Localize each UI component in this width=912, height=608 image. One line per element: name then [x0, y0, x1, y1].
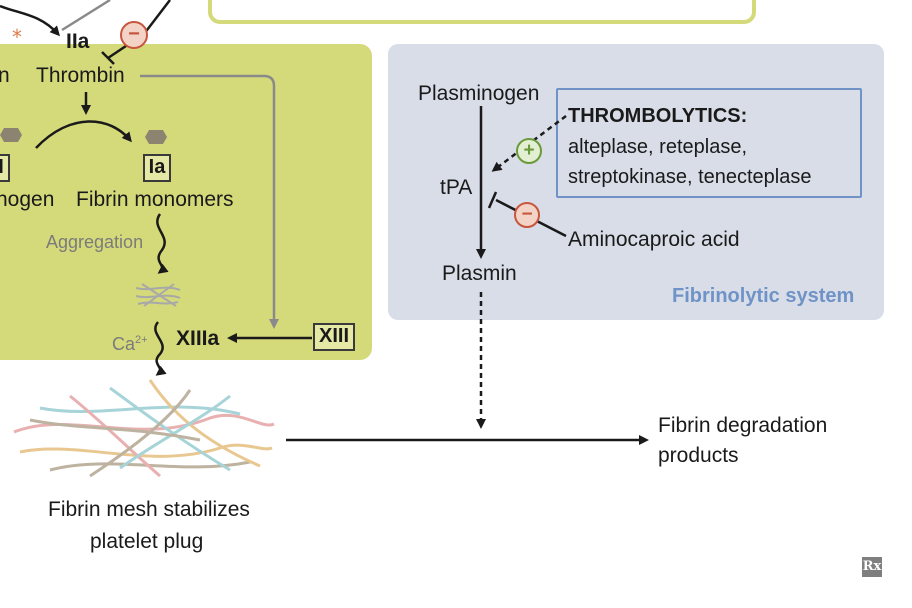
factor-xiii-label: XIII — [318, 325, 349, 347]
label-tpa: tPA — [440, 176, 473, 199]
label-aggregation: Aggregation — [46, 232, 144, 252]
coagulation-panel — [0, 44, 372, 360]
asterisk-mark: * — [12, 25, 22, 49]
xiiia-squiggle — [154, 321, 167, 376]
label-plasmin: Plasmin — [442, 262, 517, 285]
fibrinolytic-system-label: Fibrinolytic system — [672, 285, 855, 307]
thrombolytics-line2: streptokinase, tenecteplase — [568, 166, 812, 188]
minus-symbol: − — [128, 23, 140, 45]
upper-panel-outline — [208, 0, 756, 24]
factor-i-label: I — [0, 156, 4, 178]
degradation-line1: Fibrin degradation — [658, 414, 828, 437]
mesh-caption-line2: platelet plug — [90, 530, 204, 553]
thrombolytics-line1: alteplase, reteplase, — [568, 136, 748, 158]
crosslink-icon — [135, 283, 181, 307]
label-plasminogen: Plasminogen — [418, 82, 540, 105]
minus-circle-aminocaproic: − — [514, 202, 540, 228]
aggregation-squiggle — [156, 213, 169, 274]
fibrin-mesh — [13, 379, 275, 478]
rx-logo: Rx — [862, 557, 882, 577]
gray-thrombin-xiii — [140, 74, 279, 329]
label-thrombin: Thrombin — [36, 64, 125, 87]
calcium-charge: 2+ — [135, 334, 148, 346]
label-calcium: Ca2+ — [112, 328, 148, 356]
label-fibrin-monomers: Fibrin monomers — [76, 188, 234, 211]
factor-xiii-box: XIII — [313, 323, 355, 351]
label-xiiia: XIIIa — [176, 327, 220, 350]
factor-i-box: I — [0, 154, 10, 182]
factor-ia-label: Ia — [148, 156, 166, 178]
gray-line-top — [61, 0, 111, 32]
arrow-to-iia — [0, 4, 61, 37]
arrow-fibrinogen-monomers — [35, 120, 132, 149]
thrombolytics-box — [556, 88, 862, 198]
label-fibrinogen-partial: nogen — [0, 188, 55, 211]
panel-notch — [176, 0, 206, 44]
hexagon-icon — [0, 128, 22, 142]
minus-circle-iia: − — [120, 21, 148, 49]
factor-ia-box: Ia — [143, 154, 171, 182]
label-left-partial: n — [0, 64, 10, 87]
minus-symbol: − — [521, 204, 533, 225]
degradation-line2: products — [658, 444, 739, 467]
hexagon-icon — [145, 130, 167, 144]
label-iia: IIa — [66, 30, 90, 53]
thrombolytics-title: THROMBOLYTICS: — [568, 105, 748, 127]
label-aminocaproic: Aminocaproic acid — [568, 228, 740, 251]
plus-symbol: + — [523, 140, 535, 161]
calcium-text: Ca — [112, 334, 136, 354]
plus-circle-thrombolytics: + — [516, 138, 542, 164]
mesh-caption-line1: Fibrin mesh stabilizes — [48, 498, 250, 521]
